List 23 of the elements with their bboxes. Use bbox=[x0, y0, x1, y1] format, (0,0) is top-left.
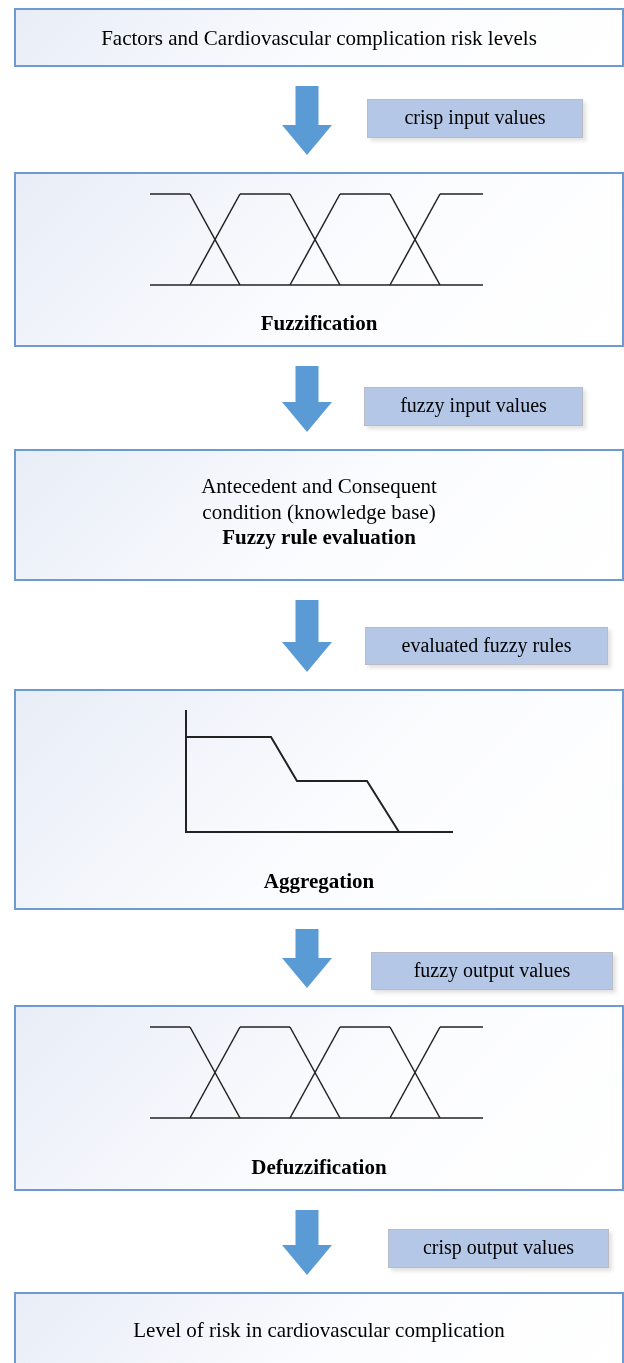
label-box bbox=[365, 627, 608, 665]
data-label: fuzzy input values bbox=[399, 394, 548, 417]
label-box bbox=[371, 952, 613, 990]
process-box bbox=[14, 1005, 624, 1191]
label-box bbox=[388, 1229, 609, 1268]
data-label: crisp output values bbox=[421, 1236, 576, 1259]
step-text: Factors and Cardiovascular complication risk levels bbox=[100, 26, 538, 51]
data-label: crisp input values bbox=[403, 106, 547, 129]
process-box bbox=[14, 172, 624, 347]
step-text: Level of risk in cardiovascular complication bbox=[132, 1318, 506, 1343]
step-title: Fuzzy rule evaluation bbox=[221, 525, 417, 550]
step-title: Fuzzification bbox=[259, 311, 379, 336]
process-box bbox=[14, 1292, 624, 1363]
step-title: Aggregation bbox=[262, 869, 376, 894]
step-text: Antecedent and Consequent condition (knowledge base) bbox=[200, 473, 438, 525]
process-box bbox=[14, 689, 624, 910]
label-box bbox=[367, 99, 583, 138]
label-box bbox=[364, 387, 583, 426]
process-box bbox=[14, 449, 624, 581]
data-label: evaluated fuzzy rules bbox=[400, 634, 573, 657]
process-box bbox=[14, 8, 624, 67]
data-label: fuzzy output values bbox=[412, 959, 572, 982]
step-title: Defuzzification bbox=[250, 1155, 388, 1180]
